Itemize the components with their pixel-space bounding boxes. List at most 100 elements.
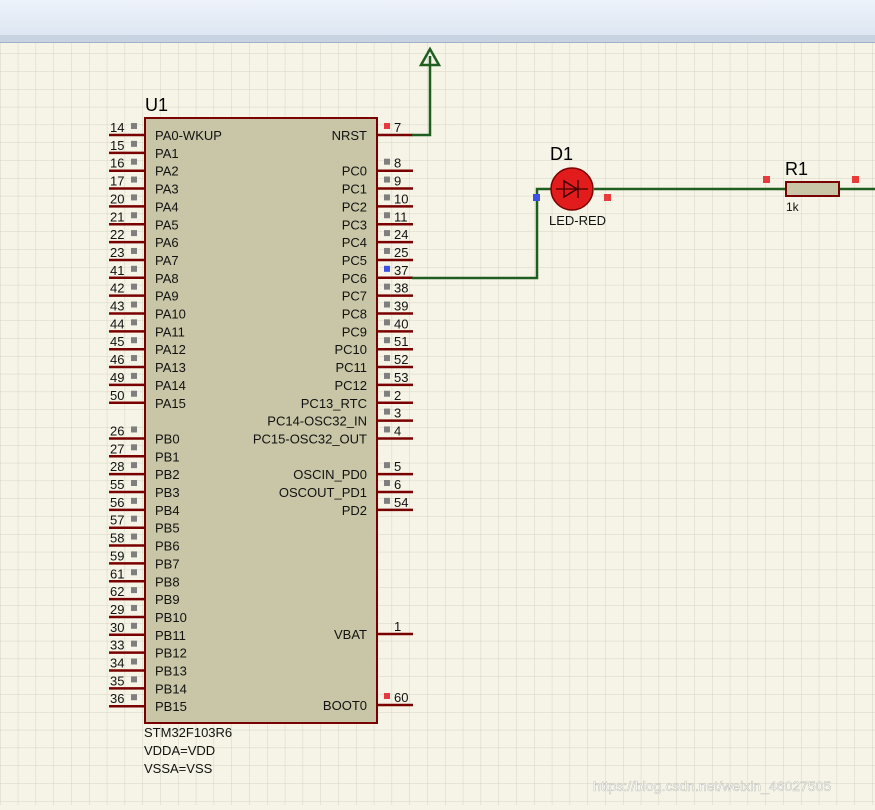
chip-pin-marker <box>131 301 137 308</box>
chip-pin-number: 16 <box>110 156 124 171</box>
chip-body[interactable] <box>144 117 378 724</box>
resistor-pin-marker-right <box>852 176 859 183</box>
chip-pin-name: PB2 <box>155 467 180 482</box>
wire-nrst[interactable] <box>412 56 432 137</box>
chip-pin-marker <box>131 194 137 201</box>
chip-pin-name: PC10 <box>334 342 367 357</box>
led-d1[interactable] <box>550 167 594 211</box>
chip-pin-name: PC7 <box>342 289 367 304</box>
chip-ref: U1 <box>145 95 168 115</box>
chip-pin-marker <box>131 176 137 183</box>
chip-pin-marker <box>384 194 390 201</box>
chip-pin-marker <box>131 265 137 272</box>
chip-pin-name: OSCIN_PD0 <box>293 467 367 482</box>
watermark: https://blog.csdn.net/weixin_46027505 <box>593 778 831 794</box>
chip-pin-marker <box>384 319 390 326</box>
chip-pin-name: PC3 <box>342 217 367 232</box>
chip-pin-name: PB11 <box>155 628 186 643</box>
chip-pin-marker <box>131 533 137 540</box>
chip-pin-marker <box>131 355 137 362</box>
led-ref: D1 <box>550 144 573 164</box>
chip-pin-marker <box>131 604 137 611</box>
chip-pin-number: 49 <box>110 370 124 385</box>
chip-pin-number: 6 <box>394 477 401 492</box>
chip-pin-name: OSCOUT_PD1 <box>279 485 367 500</box>
chip-pin-number: 44 <box>110 316 124 331</box>
chip-pin-marker <box>131 319 137 326</box>
chip-pin-number: 57 <box>110 513 124 528</box>
chip-pin-marker <box>384 480 390 486</box>
chip-pin-name: PC14-OSC32_IN <box>267 414 367 429</box>
chip-pin-number: 37 <box>394 263 408 278</box>
chip-pin-name: PB7 <box>155 556 180 571</box>
chip-pin-marker <box>131 283 137 290</box>
chip-pin-name: PB5 <box>155 521 180 536</box>
led-value: LED-RED <box>549 213 606 228</box>
chip-pin-marker <box>131 337 137 344</box>
chip-pin-name: PB14 <box>155 681 187 696</box>
chip-pin-number: 10 <box>394 191 408 206</box>
chip-pin-marker <box>131 140 137 147</box>
chip-pin-number: 41 <box>110 263 124 278</box>
chip-pin-number: 42 <box>110 281 124 296</box>
chip-pin-marker <box>131 676 137 683</box>
chip-pin-number: 5 <box>394 459 401 474</box>
chip-pin-name: PB1 <box>155 449 180 464</box>
chip-pin-name: PC13_RTC <box>301 396 367 411</box>
chip-pin-name: PA1 <box>155 146 179 161</box>
toolbar-area <box>0 0 875 36</box>
chip-pin-number: 23 <box>110 245 124 260</box>
sheet-border <box>0 35 875 43</box>
chip-pin-number: 51 <box>394 334 408 349</box>
chip-pin-number: 43 <box>110 299 124 314</box>
chip-pin-name: PB3 <box>155 485 180 500</box>
chip-pin-number: 29 <box>110 602 124 617</box>
chip-pin-marker <box>131 551 137 558</box>
chip-pin-marker <box>384 372 390 379</box>
chip-pin-marker <box>131 212 137 219</box>
chip-pin-marker <box>384 265 390 272</box>
chip-pin-name: PA7 <box>155 253 179 268</box>
chip-pin-name: PC12 <box>334 378 367 393</box>
chip-pin-marker <box>131 587 137 594</box>
chip-pin-marker <box>131 640 137 647</box>
wire-pc6-led[interactable] <box>412 187 552 280</box>
chip-pin-name: PC8 <box>342 307 367 322</box>
chip-pin-number: 53 <box>394 370 408 385</box>
chip-pin-name: PA9 <box>155 289 179 304</box>
chip-pin-marker <box>131 569 137 576</box>
chip-pin-name: VBAT <box>334 627 367 642</box>
chip-pin-name: PA14 <box>155 378 186 393</box>
chip-pin-name: PB4 <box>155 503 180 518</box>
chip-pin-marker <box>384 408 390 415</box>
chip-pin-name: PC15-OSC32_OUT <box>253 431 367 446</box>
chip-pin-name: PC5 <box>342 253 367 268</box>
chip-pin-number: 28 <box>110 459 124 474</box>
chip-pin-number: 3 <box>394 406 401 421</box>
chip-pin-marker <box>131 247 137 254</box>
chip-pin-number: 26 <box>110 423 124 438</box>
chip-pin-number: 33 <box>110 638 124 653</box>
chip-pin-marker <box>384 497 390 504</box>
grid-background <box>0 43 875 805</box>
resistor-value: 1k <box>786 200 800 214</box>
chip-pin-marker <box>384 390 390 397</box>
chip-pin-number: 59 <box>110 548 124 563</box>
chip-pin-number: 14 <box>110 120 124 135</box>
chip-pin-marker <box>384 230 390 237</box>
chip-pin-marker <box>384 337 390 344</box>
chip-pin-number: 22 <box>110 227 124 242</box>
chip-pin-name: PC11 <box>335 360 367 375</box>
chip-pin-number: 21 <box>110 209 124 224</box>
chip-pin-marker <box>131 497 137 504</box>
chip-pin-marker <box>131 622 137 629</box>
chip-pin-marker <box>384 355 390 362</box>
chip-pin-name: PD2 <box>342 503 367 518</box>
chip-note-vdda: VDDA=VDD <box>144 743 215 758</box>
chip-pin-number: 58 <box>110 531 124 546</box>
resistor-r1[interactable] <box>785 181 840 197</box>
chip-pin-name: PA8 <box>155 271 179 286</box>
power-terminal-arrow[interactable] <box>418 46 442 67</box>
chip-part: STM32F103R6 <box>144 725 232 740</box>
